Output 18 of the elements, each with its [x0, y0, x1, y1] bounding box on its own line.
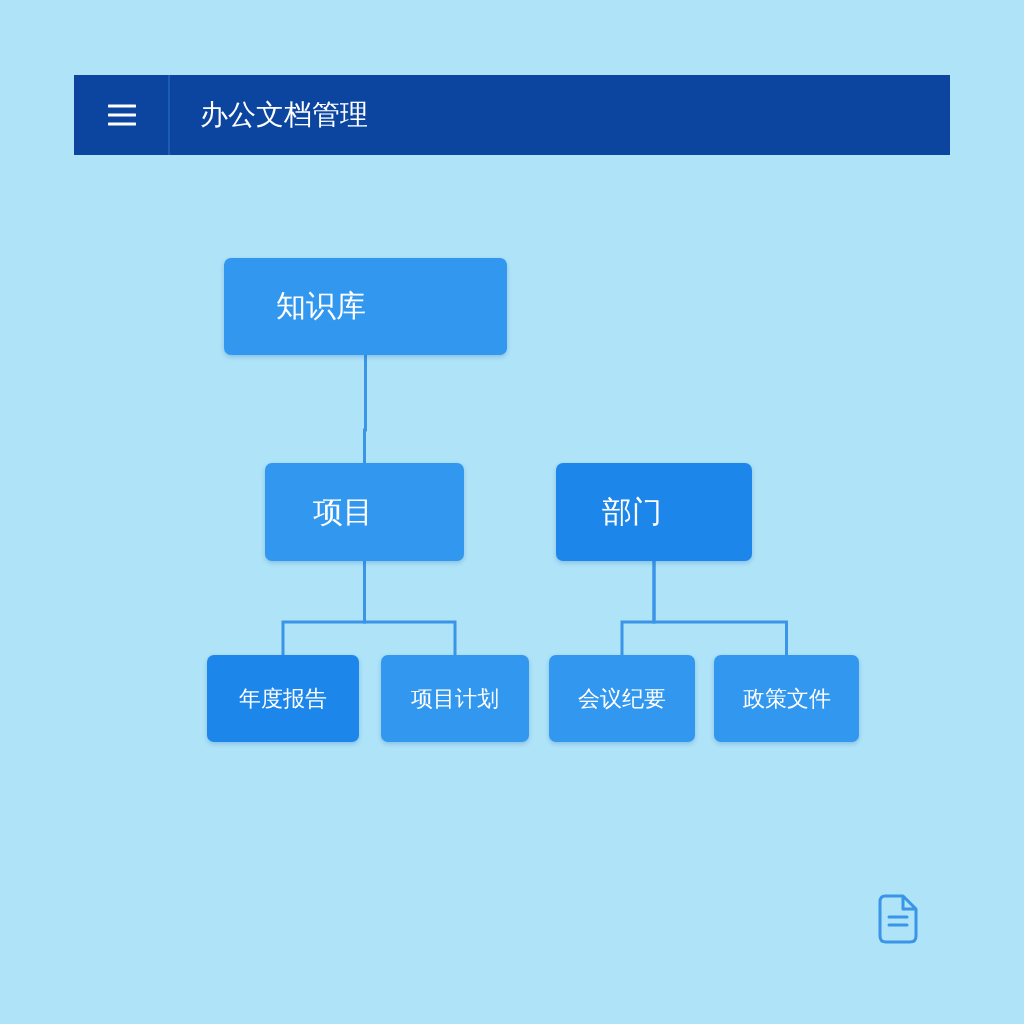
- box-label: 会议纪要: [578, 684, 666, 713]
- box-label: 项目: [313, 492, 373, 531]
- box-label: 政策文件: [742, 684, 831, 713]
- connector-line: [363, 355, 367, 463]
- box-label: 项目计划: [411, 684, 499, 713]
- box-label: 知识库: [276, 287, 366, 325]
- box-label: 部门: [602, 492, 662, 531]
- connector-line: [652, 561, 788, 655]
- category-box: [224, 258, 507, 355]
- category-box: [549, 655, 695, 742]
- category-box: [207, 655, 359, 742]
- category-box: [381, 655, 529, 742]
- page-title: 办公文档管理: [200, 97, 368, 133]
- category-box: [714, 655, 859, 742]
- box-label: 年度报告: [239, 684, 327, 713]
- category-box: [265, 463, 464, 561]
- connector-line: [363, 561, 457, 655]
- category-box: [556, 463, 752, 561]
